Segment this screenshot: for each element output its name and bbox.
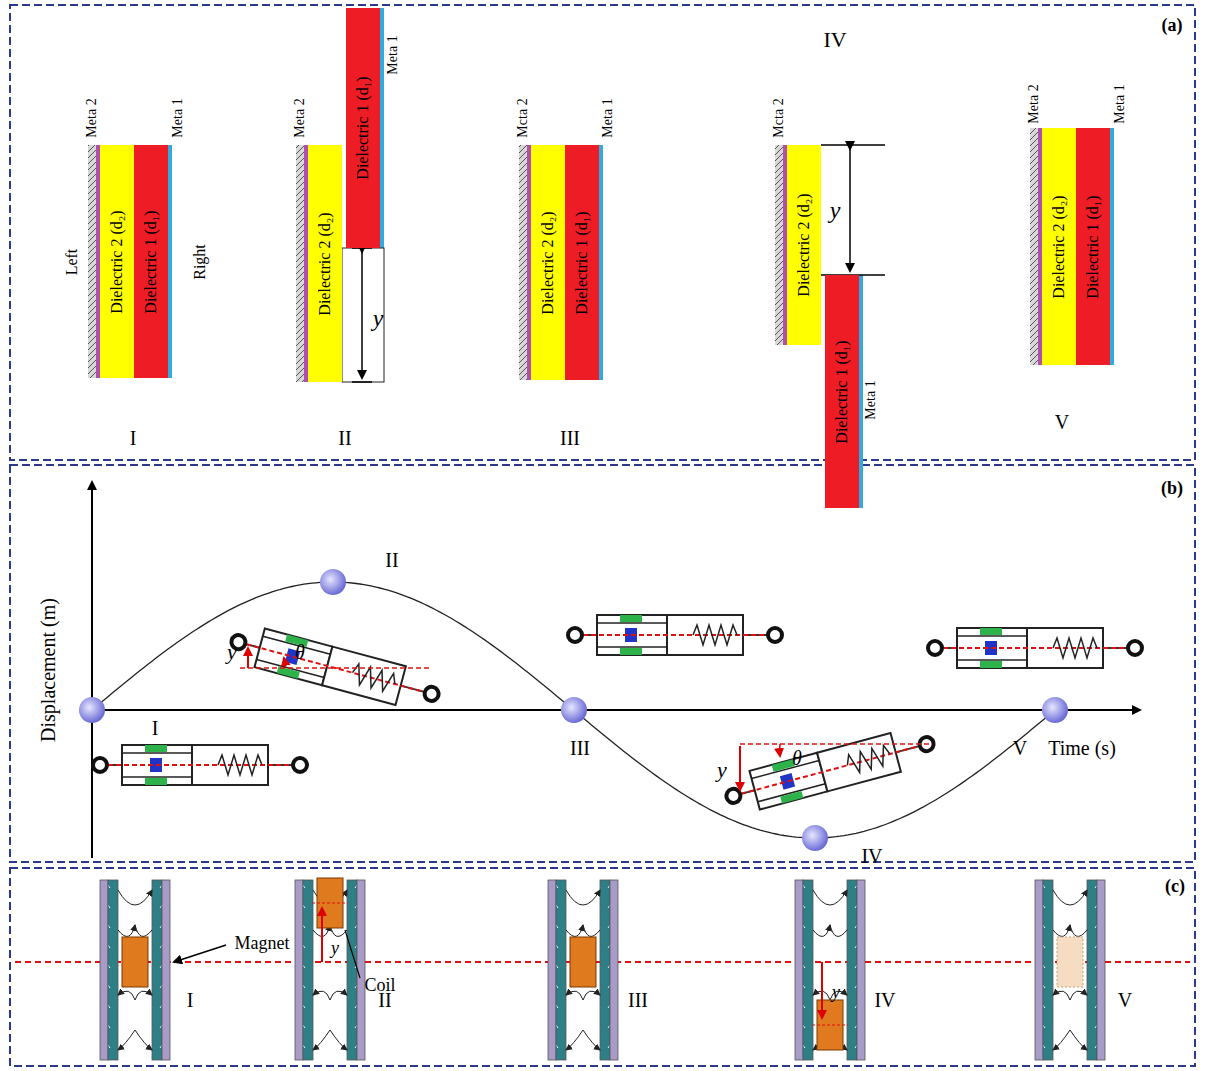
stage-label: (b) <box>1161 479 1183 497</box>
side-label: Meta 1 <box>601 98 615 137</box>
dimension-label: θ <box>295 642 305 662</box>
dielectric-layer: Dielectric 1 (d₁) <box>346 8 380 248</box>
side-label: Meta 1 <box>386 35 400 74</box>
side-label: Meta 2 <box>293 98 307 137</box>
stage-label: III <box>570 738 590 758</box>
stage-label: V <box>1118 990 1132 1010</box>
dimension-label: y <box>227 641 237 663</box>
stage-label: II <box>378 990 391 1010</box>
stage-label: (a) <box>1162 16 1183 34</box>
dielectric-layer: Dielectric 2 (d₂) <box>1042 128 1076 365</box>
stage-label: Time (s) <box>1048 738 1116 758</box>
layer-label: Dielectric 1 (d₁) <box>1085 195 1101 298</box>
stage-label: Magnet <box>235 934 290 952</box>
stage-label: IV <box>861 846 882 866</box>
stage-label: III <box>560 428 580 448</box>
dimension-label: y <box>832 983 840 1001</box>
dimension-label: y <box>373 306 384 330</box>
side-label: Displacement (m) <box>38 598 58 742</box>
stage-label: IV <box>874 990 895 1010</box>
dimension-label: y <box>830 198 841 222</box>
dielectric-layer: Dielectric 1 (d₁) <box>565 145 599 380</box>
stage-label: I <box>152 718 159 738</box>
dielectric-layer: Dielectric 2 (d₂) <box>787 145 821 345</box>
dielectric-layer: Dielectric 1 (d₁) <box>1076 128 1110 365</box>
dimension-label: y <box>717 759 727 781</box>
stage-label: I <box>130 428 137 448</box>
side-label: Meta 1 <box>171 98 185 137</box>
dielectric-layer: Dielectric 2 (d₂) <box>308 145 342 382</box>
layer-label: Dielectric 1 (d₁) <box>574 211 590 314</box>
stage-label: II <box>385 550 398 570</box>
dimension-label: θ <box>792 748 802 768</box>
stage-label: V <box>1013 738 1027 758</box>
dielectric-layer: Dielectric 1 (d₁) <box>134 145 168 378</box>
dielectric-layer: Dielectric 2 (d₂) <box>531 145 565 380</box>
side-label: Right <box>192 244 208 280</box>
layer-label: Dielectric 2 (d₂) <box>109 210 125 313</box>
side-label: Mcta 2 <box>772 98 786 137</box>
stage-label: IV <box>823 29 846 51</box>
side-label: Meta 1 <box>1113 84 1127 123</box>
layer-label: Dielectric 2 (d₂) <box>796 193 812 296</box>
layer-label: Dielectric 2 (d₂) <box>1051 195 1067 298</box>
layer-label: Dielectric 1 (d₁) <box>834 340 850 443</box>
layer-label: Dielectric 2 (d₂) <box>540 211 556 314</box>
side-label: Meta 2 <box>1027 84 1041 123</box>
stage-label: I <box>187 990 194 1010</box>
layer-label: Dielectric 1 (d₁) <box>143 210 159 313</box>
dimension-label: y <box>331 939 339 957</box>
side-label: Left <box>64 249 80 276</box>
stage-label: V <box>1055 412 1069 432</box>
stage-label: III <box>628 990 648 1010</box>
stage-label: (c) <box>1165 877 1185 895</box>
layer-label: Dielectric 2 (d₂) <box>317 212 333 315</box>
side-label: Meta 2 <box>85 98 99 137</box>
dielectric-layer: Dielectric 1 (d₁) <box>825 275 859 508</box>
side-label: Meta 1 <box>864 380 878 419</box>
stage-label: II <box>338 428 351 448</box>
side-label: Mcta 2 <box>516 98 530 137</box>
dielectric-layer: Dielectric 2 (d₂) <box>100 145 134 378</box>
layer-label: Dielectric 1 (d₁) <box>355 76 371 179</box>
